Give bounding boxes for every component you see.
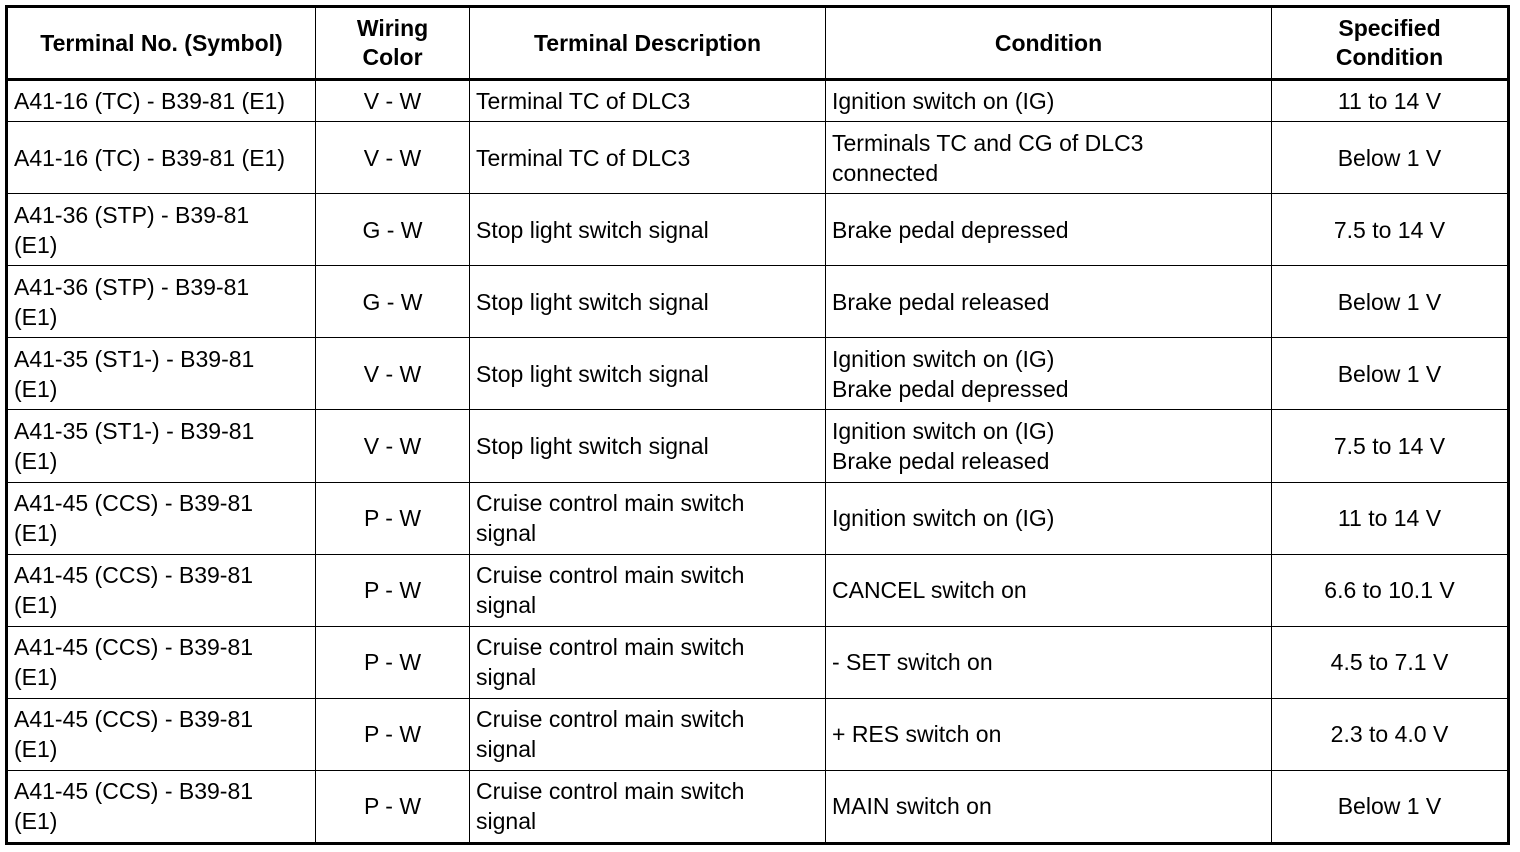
cell-terminal: A41-16 (TC) - B39-81 (E1) [6, 78, 316, 123]
table-row: A41-16 (TC) - B39-81 (E1) V - W Terminal… [6, 121, 1509, 195]
table-row: A41-36 (STP) - B39-81 (E1) G - W Stop li… [6, 265, 1509, 339]
cell-wiring-color: V - W [315, 121, 470, 195]
cell-condition: - SET switch on [825, 625, 1272, 699]
cell-description: Stop light switch signal [469, 409, 826, 483]
table-row: A41-16 (TC) - B39-81 (E1) V - W Terminal… [6, 78, 1509, 123]
cell-terminal: A41-16 (TC) - B39-81 (E1) [6, 121, 316, 195]
cell-wiring-color: P - W [315, 697, 470, 771]
cell-condition: Terminals TC and CG of DLC3 connected [825, 121, 1272, 195]
table-row: A41-45 (CCS) - B39-81 (E1) P - W Cruise … [6, 697, 1509, 771]
table-row: A41-35 (ST1-) - B39-81 (E1) V - W Stop l… [6, 409, 1509, 483]
cell-wiring-color: G - W [315, 265, 470, 339]
cell-specified-condition: Below 1 V [1271, 265, 1509, 339]
cell-condition: + RES switch on [825, 697, 1272, 771]
cell-wiring-color: V - W [315, 409, 470, 483]
cell-wiring-color: P - W [315, 769, 470, 845]
cell-terminal: A41-45 (CCS) - B39-81 (E1) [6, 625, 316, 699]
table-row: A41-45 (CCS) - B39-81 (E1) P - W Cruise … [6, 481, 1509, 555]
cell-specified-condition: 11 to 14 V [1271, 78, 1509, 123]
table-row: A41-35 (ST1-) - B39-81 (E1) V - W Stop l… [6, 337, 1509, 411]
table-row: A41-36 (STP) - B39-81 (E1) G - W Stop li… [6, 193, 1509, 267]
cell-description: Cruise control main switch signal [469, 625, 826, 699]
cell-wiring-color: G - W [315, 193, 470, 267]
cell-wiring-color: V - W [315, 78, 470, 123]
cell-description: Stop light switch signal [469, 193, 826, 267]
cell-specified-condition: 2.3 to 4.0 V [1271, 697, 1509, 771]
cell-terminal: A41-35 (ST1-) - B39-81 (E1) [6, 337, 316, 411]
cell-description: Stop light switch signal [469, 265, 826, 339]
header-terminal: Terminal No. (Symbol) [6, 6, 316, 81]
cell-terminal: A41-36 (STP) - B39-81 (E1) [6, 265, 316, 339]
cell-specified-condition: Below 1 V [1271, 769, 1509, 845]
cell-description: Cruise control main switch signal [469, 769, 826, 845]
cell-terminal: A41-45 (CCS) - B39-81 (E1) [6, 553, 316, 627]
cell-condition: Ignition switch on (IG) [825, 481, 1272, 555]
cell-condition: Ignition switch on (IG) Brake pedal depr… [825, 337, 1272, 411]
cell-condition: Ignition switch on (IG) Brake pedal rele… [825, 409, 1272, 483]
cell-condition: Ignition switch on (IG) [825, 78, 1272, 123]
cell-condition: Brake pedal depressed [825, 193, 1272, 267]
cell-specified-condition: 7.5 to 14 V [1271, 193, 1509, 267]
table-row: A41-45 (CCS) - B39-81 (E1) P - W Cruise … [6, 553, 1509, 627]
cell-description: Cruise control main switch signal [469, 553, 826, 627]
cell-terminal: A41-45 (CCS) - B39-81 (E1) [6, 769, 316, 845]
cell-wiring-color: P - W [315, 625, 470, 699]
cell-condition: CANCEL switch on [825, 553, 1272, 627]
cell-description: Terminal TC of DLC3 [469, 121, 826, 195]
cell-condition: Brake pedal released [825, 265, 1272, 339]
table-row: A41-45 (CCS) - B39-81 (E1) P - W Cruise … [6, 625, 1509, 699]
terminal-spec-table: Terminal No. (Symbol) Wiring Color Termi… [5, 5, 1510, 845]
header-specified-condition: Specified Condition [1271, 6, 1509, 81]
cell-wiring-color: P - W [315, 553, 470, 627]
table-header-row: Terminal No. (Symbol) Wiring Color Termi… [6, 6, 1509, 81]
cell-specified-condition: Below 1 V [1271, 121, 1509, 195]
table-row: A41-45 (CCS) - B39-81 (E1) P - W Cruise … [6, 769, 1509, 845]
cell-terminal: A41-36 (STP) - B39-81 (E1) [6, 193, 316, 267]
cell-terminal: A41-35 (ST1-) - B39-81 (E1) [6, 409, 316, 483]
cell-description: Stop light switch signal [469, 337, 826, 411]
cell-wiring-color: V - W [315, 337, 470, 411]
cell-terminal: A41-45 (CCS) - B39-81 (E1) [6, 481, 316, 555]
cell-specified-condition: 11 to 14 V [1271, 481, 1509, 555]
cell-description: Cruise control main switch signal [469, 481, 826, 555]
cell-specified-condition: Below 1 V [1271, 337, 1509, 411]
header-condition: Condition [825, 6, 1272, 81]
cell-specified-condition: 6.6 to 10.1 V [1271, 553, 1509, 627]
cell-description: Terminal TC of DLC3 [469, 78, 826, 123]
cell-wiring-color: P - W [315, 481, 470, 555]
cell-description: Cruise control main switch signal [469, 697, 826, 771]
cell-condition: MAIN switch on [825, 769, 1272, 845]
header-wiring-color: Wiring Color [315, 6, 470, 81]
cell-terminal: A41-45 (CCS) - B39-81 (E1) [6, 697, 316, 771]
cell-specified-condition: 7.5 to 14 V [1271, 409, 1509, 483]
header-terminal-description: Terminal Description [469, 6, 826, 81]
cell-specified-condition: 4.5 to 7.1 V [1271, 625, 1509, 699]
